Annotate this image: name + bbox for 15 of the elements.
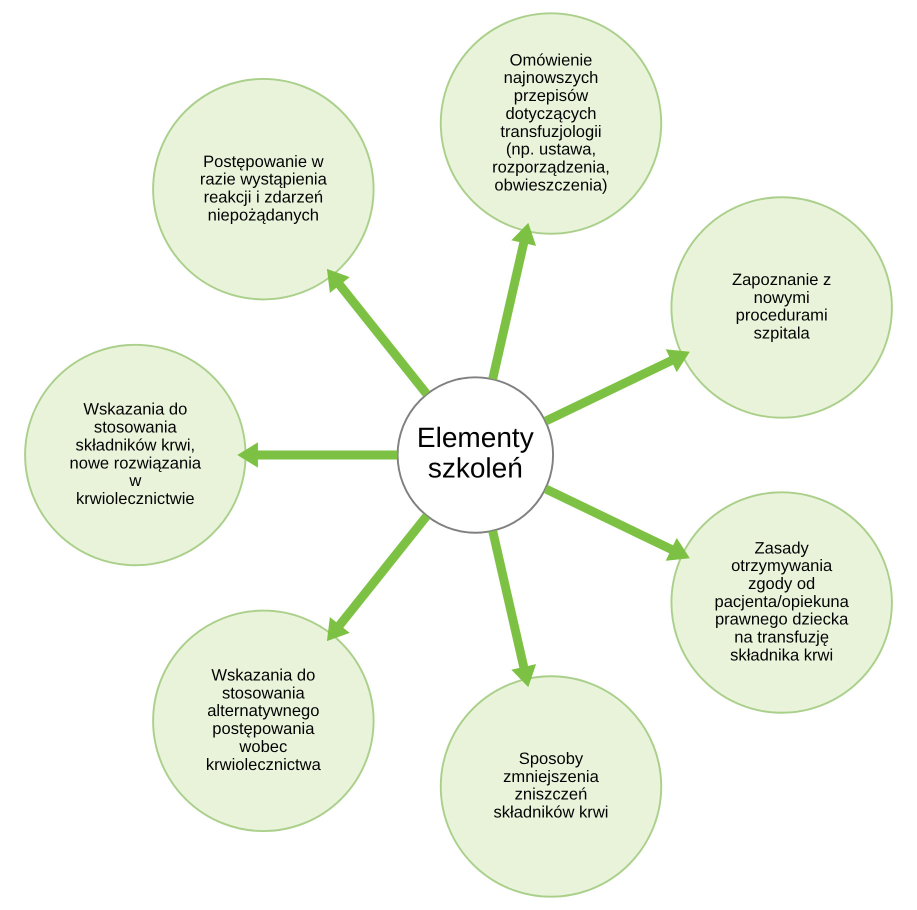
arrow — [326, 513, 430, 642]
arrow — [237, 442, 398, 468]
node-circle: Omówienie najnowszych przepisów dotyczących transfuzjologii (np. ustawa, rozporządzenia, obwieszczenia) — [440, 12, 662, 235]
arrow — [488, 530, 536, 688]
node-circle: Sposoby zmniejszenia zniszczeń składników krwi — [440, 675, 662, 898]
node-circle: Postępowanie w razie wystąpienia reakcji i zdarzeń niepożądanych — [152, 78, 375, 300]
node-circle: Zasady otrzymywania zgody od pacjenta/opiekuna prawnego dziecka na transfuzję składnika krwi — [670, 491, 893, 714]
node-circle: Wskazania do stosowania alternatywnego postępowania wobec krwiolecznictwa — [152, 610, 375, 832]
arrow — [544, 484, 690, 561]
arrow — [326, 268, 430, 397]
arrow — [544, 349, 690, 426]
node-circle: Elementy szkoleń — [396, 376, 554, 534]
node-circle: Zapoznanie z nowymi procedurami szpitala — [670, 196, 893, 419]
node-circle: Wskazania do stosowania składników krwi, nowe rozwiązania w krwiolecznictwie — [24, 344, 247, 566]
arrow — [488, 222, 536, 380]
